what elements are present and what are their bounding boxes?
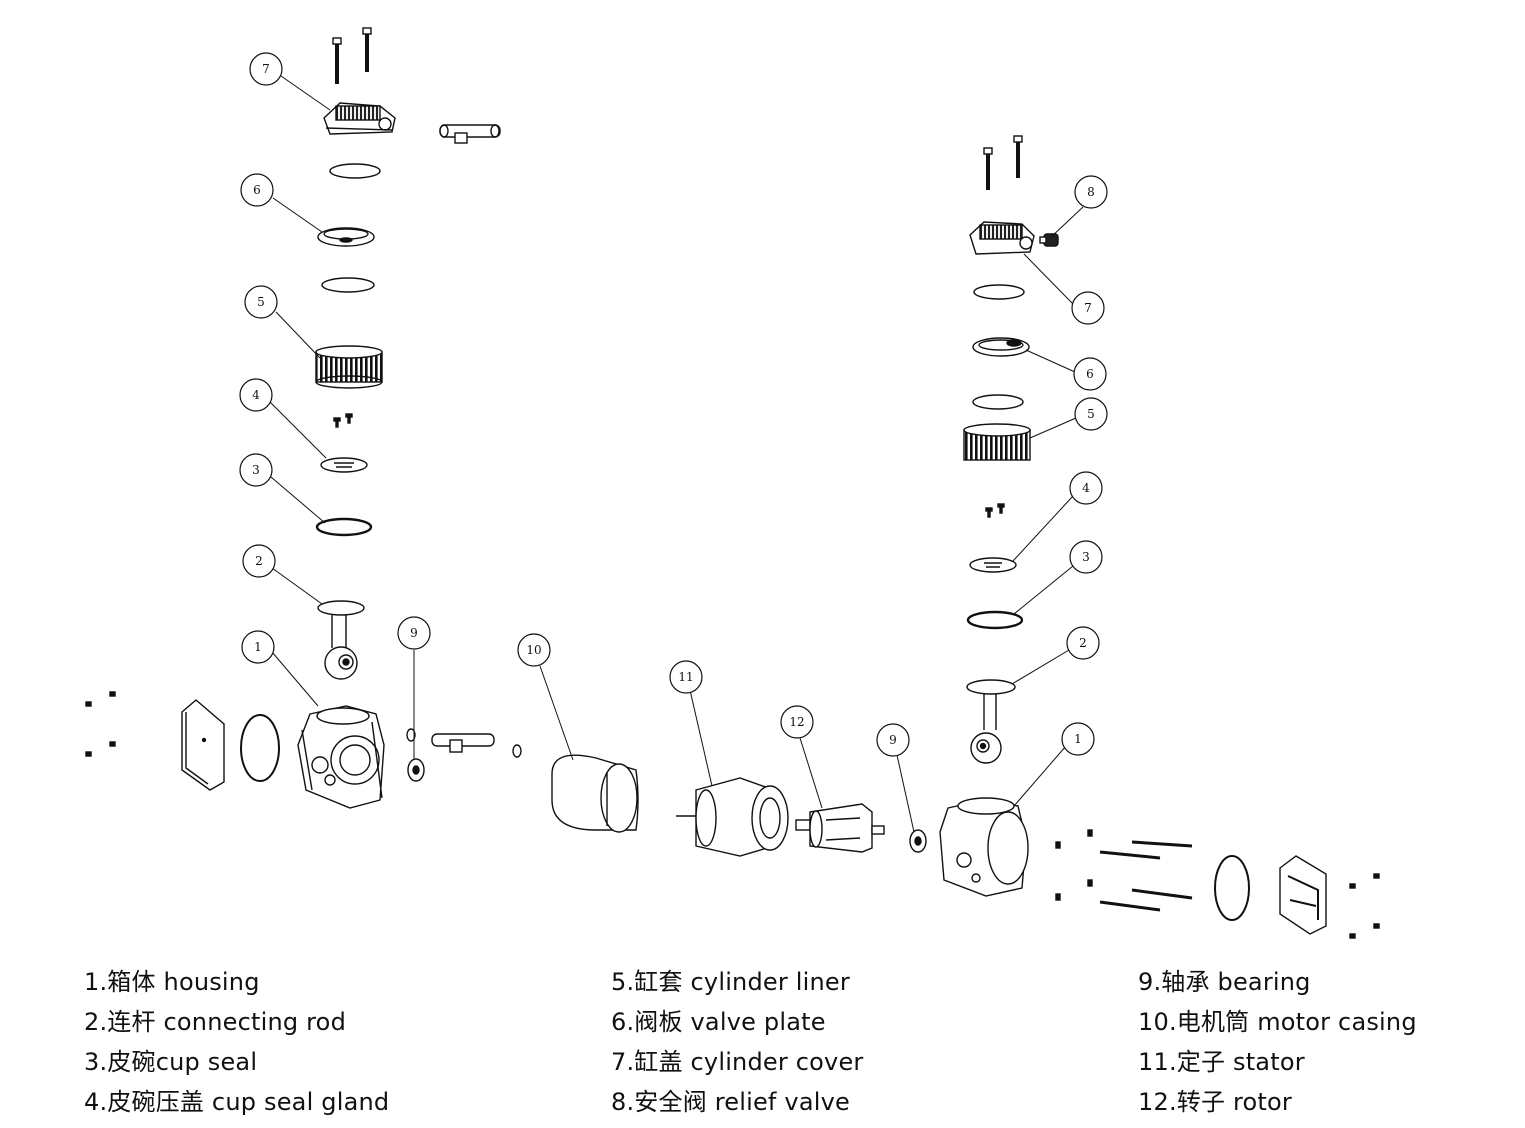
legend-item-bearing: 9.轴承 bearing: [1138, 968, 1311, 996]
svg-text:12: 12: [789, 715, 804, 729]
legend-item-connecting-rod: 2.连杆 connecting rod: [84, 1008, 346, 1036]
callout-right-7: 7: [1071, 291, 1105, 325]
svg-text:6: 6: [253, 183, 261, 197]
left-connecting-rod: [317, 600, 365, 680]
rotor: [795, 803, 885, 853]
svg-text:5: 5: [1087, 407, 1095, 421]
svg-text:7: 7: [262, 62, 270, 76]
right-cylinder-cover: [969, 221, 1035, 255]
right-cylinder-liner: [963, 423, 1031, 461]
legend-item-rotor: 12.转子 rotor: [1138, 1088, 1292, 1116]
legend-item-cylinder-cover: 7.缸盖 cylinder cover: [611, 1048, 864, 1076]
stator: [676, 777, 789, 857]
callout-10: 10: [517, 633, 551, 667]
svg-text:1: 1: [1074, 732, 1082, 746]
callout-right-1: 1: [1061, 722, 1095, 756]
callout-right-3: 3: [1069, 540, 1103, 574]
right-nuts: [1055, 829, 1093, 901]
svg-text:9: 9: [410, 626, 418, 640]
left-valve-plate: [317, 227, 375, 247]
legend-item-stator: 11.定子 stator: [1138, 1048, 1305, 1076]
legend-item-relief-valve: 8.安全阀 relief valve: [611, 1088, 850, 1116]
callout-right-4: 4: [1069, 471, 1103, 505]
right-gland-screws: [985, 503, 1005, 518]
right-head-bolts: [983, 135, 1023, 190]
callout-left-3: 3: [239, 453, 273, 487]
legend-item-cup-seal: 3.皮碗cup seal: [84, 1048, 258, 1076]
right-relief-valve: [1039, 233, 1059, 247]
left-end-screws: [85, 691, 116, 757]
left-tee-fitting: [439, 124, 501, 144]
svg-text:11: 11: [678, 670, 693, 684]
callout-right-2: 2: [1066, 626, 1100, 660]
left-housing: [297, 705, 385, 809]
right-bearing: [909, 829, 927, 853]
right-through-bolts: [1099, 840, 1193, 912]
svg-text:3: 3: [1082, 550, 1090, 564]
svg-text:4: 4: [1082, 481, 1090, 495]
right-cup-seal-gland: [969, 557, 1017, 573]
motor-casing: [551, 754, 639, 833]
svg-text:6: 6: [1086, 367, 1094, 381]
legend-item-housing: 1.箱体 housing: [84, 968, 260, 996]
left-o-ring-lower: [321, 277, 375, 293]
right-connecting-rod: [966, 679, 1016, 764]
legend-item-cylinder-liner: 5.缸套 cylinder liner: [611, 968, 850, 996]
leader-lines: [269, 75, 1084, 833]
left-cylinder-liner: [315, 345, 383, 389]
left-cup-seal: [315, 517, 373, 537]
svg-text:8: 8: [1087, 185, 1095, 199]
callout-right-6: 6: [1073, 357, 1107, 391]
left-end-cover: [181, 699, 225, 791]
callout-right-9: 9: [876, 723, 910, 757]
left-cup-seal-gland: [320, 457, 368, 473]
callout-left-4: 4: [239, 378, 273, 412]
left-o-ring-upper: [329, 163, 381, 179]
left-gland-screws: [333, 413, 353, 428]
callout-left-6: 6: [240, 173, 274, 207]
callout-left-5: 5: [244, 285, 278, 319]
svg-text:3: 3: [252, 463, 260, 477]
callout-left-2: 2: [242, 544, 276, 578]
right-o-ring-lower: [972, 394, 1024, 410]
right-end-gasket: [1214, 855, 1250, 921]
legend-item-valve-plate: 6.阀板 valve plate: [611, 1008, 826, 1036]
callout-right-5: 5: [1074, 397, 1108, 431]
legend-column-3: 9.轴承 bearing 10.电机筒 motor casing 11.定子 s…: [1138, 962, 1417, 1122]
callout-12: 12: [780, 705, 814, 739]
left-bearing: [406, 728, 425, 782]
left-end-gasket: [240, 714, 280, 782]
callout-right-8: 8: [1074, 175, 1108, 209]
right-valve-plate: [972, 337, 1030, 357]
right-end-cover: [1279, 855, 1327, 935]
legend-item-cup-seal-gland: 4.皮碗压盖 cup seal gland: [84, 1088, 390, 1116]
right-housing: [939, 797, 1029, 897]
legend-column-1: 1.箱体 housing 2.连杆 connecting rod 3.皮碗cup…: [84, 962, 389, 1122]
left-cylinder-cover: [323, 102, 396, 135]
left-head-bolts: [332, 27, 372, 84]
svg-text:4: 4: [252, 388, 260, 402]
callout-left-1: 1: [241, 630, 275, 664]
callout-11: 11: [669, 660, 703, 694]
legend-column-2: 5.缸套 cylinder liner 6.阀板 valve plate 7.缸…: [611, 962, 863, 1122]
left-shaft-fitting: [431, 733, 522, 758]
right-o-ring-upper: [973, 284, 1025, 300]
right-cup-seal: [966, 610, 1024, 630]
callout-left-9: 9: [397, 616, 431, 650]
legend-item-motor-casing: 10.电机筒 motor casing: [1138, 1008, 1417, 1036]
svg-text:5: 5: [257, 295, 265, 309]
svg-text:2: 2: [255, 554, 263, 568]
callout-left-7: 7: [249, 52, 283, 86]
svg-text:7: 7: [1084, 301, 1092, 315]
exploded-assembly-drawing: 7 6 5 4 3 2 1 9 10 11 12 9 8 7 6 5 4 3 2…: [85, 27, 1380, 939]
svg-text:9: 9: [889, 733, 897, 747]
svg-text:1: 1: [254, 640, 262, 654]
svg-text:10: 10: [526, 643, 541, 657]
svg-text:2: 2: [1079, 636, 1087, 650]
right-end-screws: [1349, 873, 1380, 939]
